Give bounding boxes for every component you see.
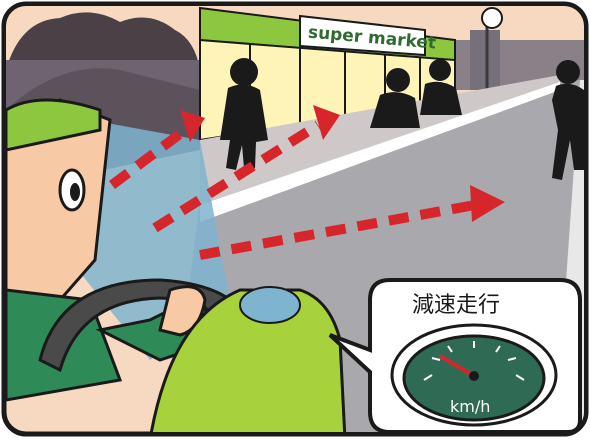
bubble-label: 減速走行 bbox=[412, 293, 500, 318]
pedestrian-silhouette-icon bbox=[370, 68, 420, 128]
car-hood bbox=[148, 288, 347, 432]
pedestrian-silhouette-icon bbox=[220, 58, 268, 170]
pedestrian-silhouette-icon bbox=[552, 60, 584, 180]
driver-cap bbox=[6, 98, 102, 152]
arrowheads bbox=[180, 105, 505, 222]
speedometer-needle bbox=[438, 354, 476, 378]
store-sign-board bbox=[299, 14, 426, 57]
speedometer-icon: km/h bbox=[390, 323, 558, 427]
dashed-arrow-icon bbox=[108, 120, 476, 260]
driver-hand bbox=[158, 285, 207, 337]
speed-unit: km/h bbox=[450, 397, 490, 416]
street-lamp bbox=[481, 7, 503, 29]
pedestrian-silhouette-icon bbox=[420, 59, 462, 115]
